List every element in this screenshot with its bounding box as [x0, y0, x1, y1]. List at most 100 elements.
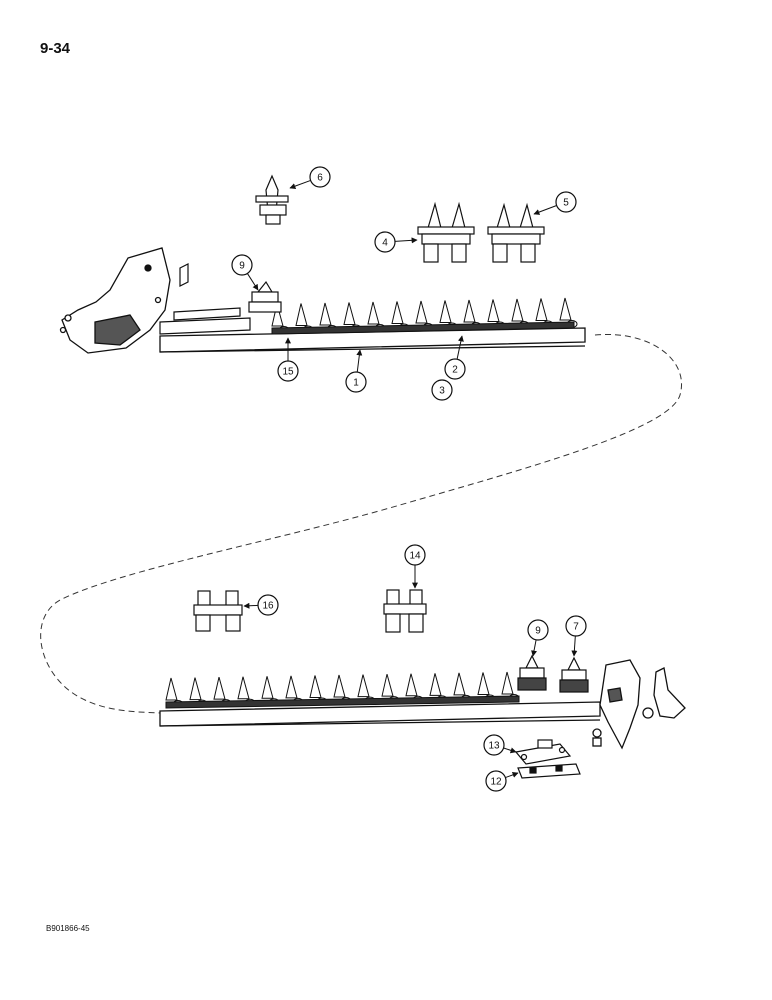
knife-section — [453, 672, 466, 696]
part-13-clip — [514, 739, 572, 765]
knife-section — [165, 677, 178, 701]
callout-13: 13 — [483, 734, 517, 756]
callout-leader — [356, 349, 363, 373]
callout-14: 14 — [404, 544, 426, 589]
knife-section — [333, 674, 346, 698]
callout-16: 16 — [243, 594, 279, 616]
part-12-plate — [517, 763, 581, 779]
callout-circle — [565, 615, 587, 637]
callout-circle — [527, 619, 549, 641]
part-4-double-guard — [417, 201, 475, 263]
callout-leader — [456, 335, 464, 360]
callout-4: 4 — [374, 231, 418, 253]
part-9-lower-guard — [517, 654, 547, 691]
part-6-single-guard — [255, 174, 289, 225]
knife-section — [439, 300, 452, 323]
part-5-double-guard — [487, 202, 545, 263]
callout-circle — [231, 254, 253, 276]
callout-circle — [257, 594, 279, 616]
callout-number: 2 — [452, 365, 458, 376]
part-7-guard — [559, 656, 589, 693]
callout-9-upper: 9 — [231, 254, 259, 291]
callout-number: 12 — [490, 777, 502, 788]
knife-section — [381, 674, 394, 697]
callout-circle — [485, 770, 507, 792]
callout-number: 14 — [409, 551, 421, 562]
knife-section — [319, 302, 332, 326]
part-16-guard — [193, 590, 243, 632]
knife-section — [295, 303, 308, 326]
callout-circle — [431, 379, 453, 401]
knife-section — [357, 674, 370, 698]
callout-leader — [531, 639, 537, 657]
callout-circle — [309, 166, 331, 188]
callout-circle — [345, 371, 367, 393]
part-14-guard — [383, 589, 427, 633]
lower-cutter-bar — [159, 701, 601, 727]
knife-section — [343, 302, 356, 325]
callout-circle — [555, 191, 577, 213]
knife-section — [463, 299, 476, 323]
callout-leader — [243, 602, 259, 609]
callout-number: 9 — [535, 626, 541, 637]
callout-number: 16 — [262, 601, 274, 612]
callout-2: 2 — [444, 335, 466, 380]
callout-number: 3 — [439, 386, 445, 397]
knife-back-plates — [159, 307, 251, 335]
upper-knife-teeth — [271, 297, 578, 335]
knife-back — [271, 321, 575, 335]
knife-section — [511, 298, 524, 322]
callout-3: 3 — [431, 379, 453, 401]
knife-section — [405, 673, 418, 697]
callout-leader — [246, 273, 259, 291]
callout-6: 6 — [289, 166, 331, 189]
callout-5: 5 — [533, 191, 577, 215]
left-end-housing — [59, 247, 171, 354]
knife-section — [271, 303, 284, 327]
knife-section — [415, 300, 428, 324]
callout-circle — [374, 231, 396, 253]
callout-circle — [444, 358, 466, 380]
callout-number: 7 — [573, 622, 579, 633]
callout-7: 7 — [565, 615, 587, 657]
callout-leader — [289, 179, 311, 189]
callout-15: 15 — [277, 337, 299, 382]
callout-number: 5 — [563, 198, 569, 209]
callout-leader — [505, 772, 519, 779]
callout-1: 1 — [345, 349, 367, 393]
knife-section — [391, 301, 404, 324]
callout-number: 9 — [239, 261, 245, 272]
knife-back — [165, 695, 520, 709]
callout-9-lower: 9 — [527, 619, 549, 657]
knife-section — [487, 299, 500, 322]
callout-leader — [394, 237, 418, 244]
knife-section — [213, 677, 226, 700]
callout-leader — [533, 205, 557, 215]
callout-number: 6 — [317, 173, 323, 184]
knife-section — [367, 301, 380, 325]
reference-code: B901866-45 — [46, 924, 90, 933]
knife-section — [309, 675, 322, 698]
knife-section — [189, 677, 202, 701]
knife-section — [261, 676, 274, 699]
callout-number: 15 — [282, 367, 294, 378]
callout-leader — [571, 635, 578, 657]
callout-number: 1 — [353, 378, 359, 389]
callout-circle — [483, 734, 505, 756]
knife-section — [237, 676, 250, 700]
knife-section — [535, 298, 548, 321]
knife-section — [477, 672, 490, 695]
callout-circle — [404, 544, 426, 566]
part-9-upper-guard — [248, 280, 282, 313]
callout-12: 12 — [485, 770, 519, 792]
callout-number: 13 — [488, 741, 500, 752]
callout-leader — [503, 747, 517, 754]
callout-circle — [277, 360, 299, 382]
right-end-housing — [592, 659, 686, 750]
knife-section — [559, 297, 572, 321]
page-number: 9-34 — [40, 40, 71, 57]
lower-knife-teeth — [165, 671, 520, 709]
continuation-dashed-line — [40, 333, 682, 714]
